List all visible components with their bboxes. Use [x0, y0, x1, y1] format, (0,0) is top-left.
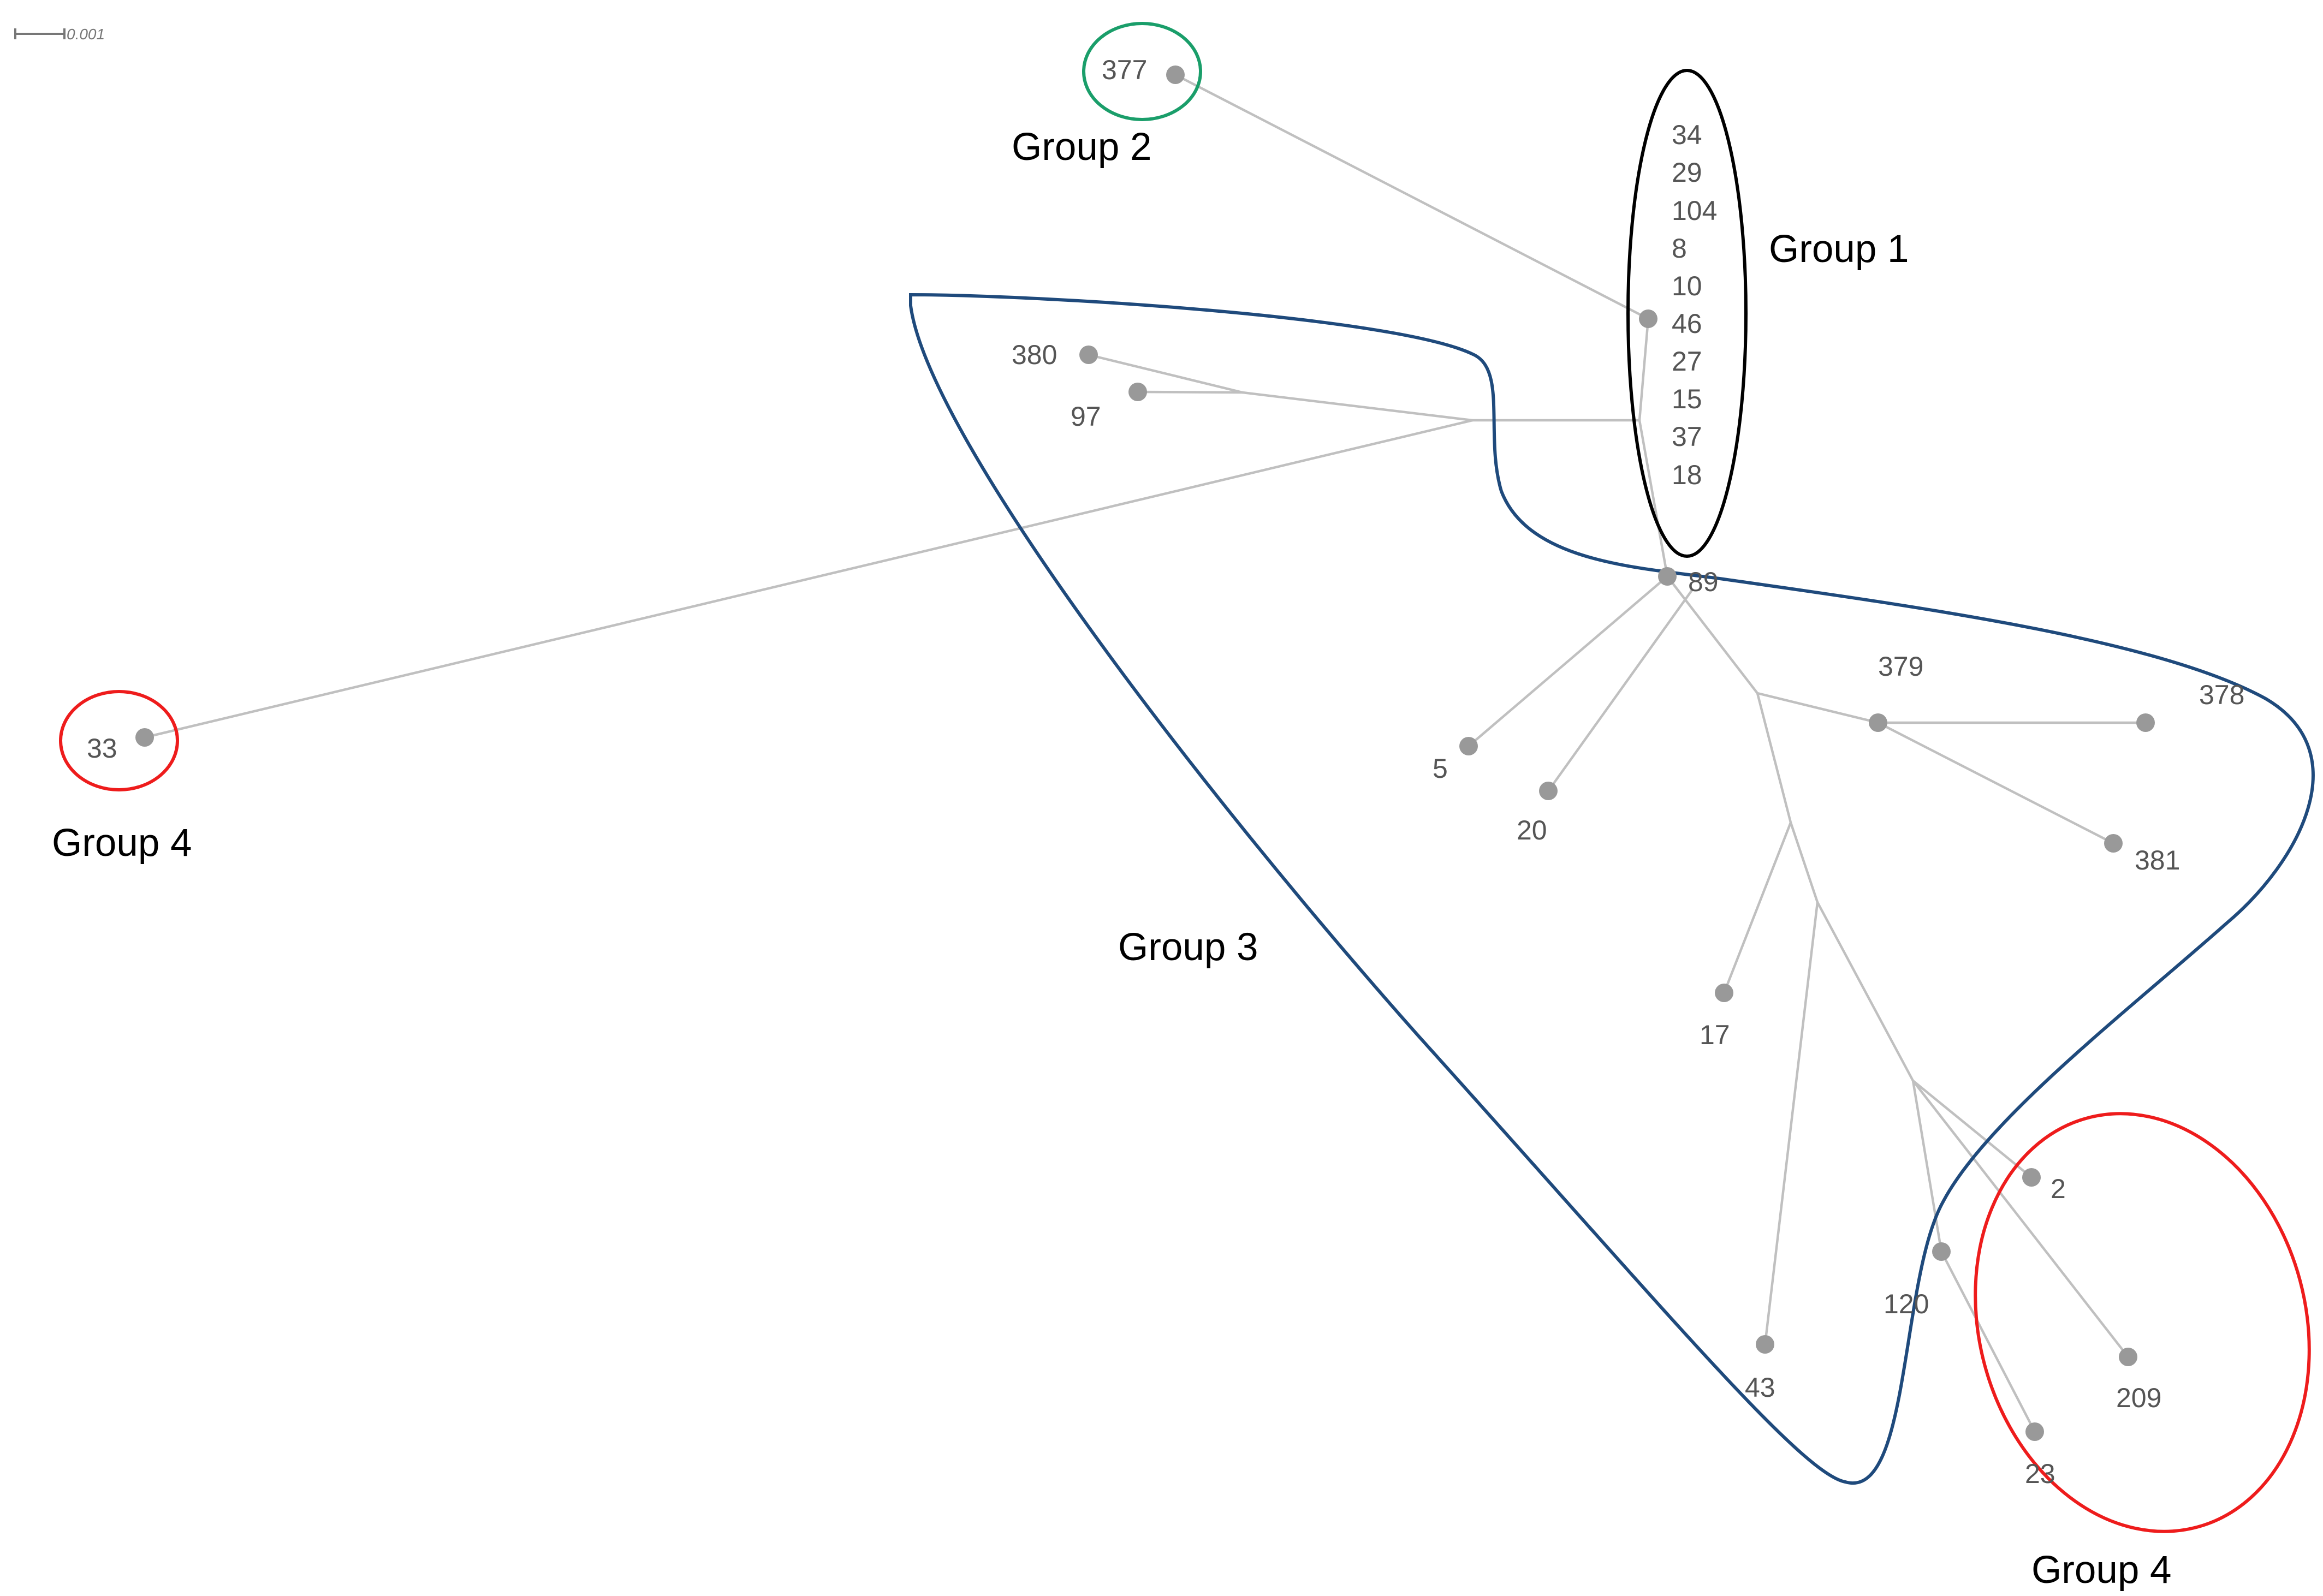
leaf-label-33: 33: [87, 733, 117, 764]
branch-2: [1911, 1079, 2033, 1179]
branch-backbone-3: [1756, 692, 1792, 824]
branch-backbone-1: [1638, 419, 1669, 578]
scale-bar: 0.001: [14, 26, 105, 43]
leaf-label-381: 381: [2135, 845, 2180, 876]
leaf-label-89: 89: [1688, 567, 1719, 597]
branch-381: [1876, 721, 2115, 845]
leaf-label-43: 43: [1745, 1372, 1775, 1403]
group4-left-label: Group 4: [52, 821, 192, 865]
leaf-label-379: 379: [1878, 651, 1923, 682]
branch-23: [1940, 1250, 2036, 1433]
node-5: [1459, 737, 1478, 755]
node-97: [1128, 383, 1147, 401]
group4-left-ellipse: [59, 690, 179, 791]
leaf-label-23: 23: [2025, 1458, 2055, 1489]
node-378: [2136, 713, 2155, 732]
leaf-label-97: 97: [1071, 401, 1101, 432]
tree-branches: [143, 73, 2147, 1433]
leaf-label-209: 209: [2116, 1383, 2161, 1413]
group1-member-label: 29: [1672, 157, 1702, 188]
leaf-label-20: 20: [1517, 815, 1547, 845]
node-17: [1715, 984, 1733, 1002]
leaf-label-378: 378: [2199, 680, 2244, 710]
node-120: [1932, 1242, 1951, 1261]
branch-5: [1467, 575, 1669, 748]
group1-member-label: 18: [1672, 460, 1702, 490]
scale-bar-label: 0.001: [67, 26, 105, 43]
branch-379: [1756, 692, 1880, 724]
group1-ellipse: [1626, 69, 1748, 558]
leaf-label-380: 380: [1012, 340, 1057, 370]
branch-120: [1911, 1079, 1943, 1253]
group1-label: Group 1: [1769, 228, 1909, 271]
group4-right-ellipse: [1974, 1112, 2311, 1533]
group3-label: Group 3: [1118, 926, 1258, 969]
node-377: [1166, 65, 1185, 84]
node-2: [2022, 1168, 2041, 1187]
branch-internal-b: [1241, 391, 1474, 422]
node-209: [2119, 1348, 2137, 1366]
node-379: [1869, 713, 1887, 732]
group4-right-label: Group 4: [2031, 1549, 2172, 1592]
branch-209: [1911, 1079, 2130, 1359]
group1-member-label: 37: [1672, 421, 1702, 452]
leaf-label-2: 2: [2051, 1174, 2066, 1204]
leaf-label-120: 120: [1884, 1289, 1929, 1319]
branch-17: [1722, 821, 1792, 994]
branch-43: [1763, 901, 1819, 1346]
group1-member-label: 15: [1672, 384, 1702, 414]
node-33: [135, 728, 154, 747]
group1-member-label: 27: [1672, 346, 1702, 377]
leaf-label-17: 17: [1700, 1020, 1730, 1050]
branch-33: [143, 419, 1474, 739]
group1-member-label: 46: [1672, 308, 1702, 339]
group2-ellipse: [1082, 22, 1202, 121]
branch-20: [1547, 588, 1694, 793]
node-20: [1539, 782, 1558, 800]
tree-nodes: [135, 65, 2155, 1441]
leaf-label-377: 377: [1102, 55, 1147, 85]
node-23: [2025, 1422, 2044, 1441]
node-89: [1658, 567, 1677, 586]
group1-member-label: 8: [1672, 233, 1687, 264]
branch-backbone-4: [1789, 821, 1819, 904]
group1-member-label: 104: [1672, 195, 1717, 226]
group-hulls: [59, 22, 2315, 1533]
branch-377: [1174, 73, 1650, 320]
group3-outline: [909, 293, 2315, 1485]
node-group1: [1639, 309, 1657, 328]
group1-member-label: 10: [1672, 271, 1702, 301]
branch-380: [1087, 353, 1244, 394]
node-381: [2104, 834, 2123, 853]
group2-label: Group 2: [1012, 126, 1152, 169]
leaf-labels: 377 380 97 33 89 379 378 381 5 20 17 2 1…: [87, 55, 2244, 1489]
branch-group1: [1638, 317, 1650, 422]
branch-backbone-5: [1816, 901, 1915, 1082]
node-380: [1079, 346, 1098, 364]
branch-backbone-2: [1666, 575, 1759, 695]
leaf-label-5: 5: [1433, 753, 1448, 784]
node-43: [1756, 1335, 1774, 1354]
group-labels: Group 1 Group 2 Group 3 Group 4 Group 4: [52, 126, 2172, 1592]
group1-member-label: 34: [1672, 120, 1702, 150]
